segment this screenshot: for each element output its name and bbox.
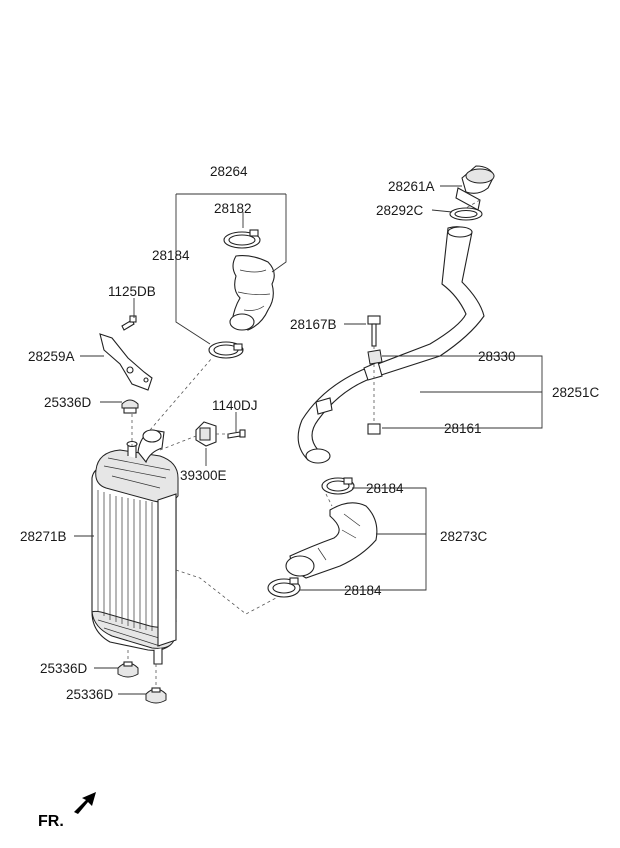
intercooler-outlet-pipe (297, 165, 495, 464)
label-25336d-bot: 25336D (66, 687, 114, 702)
bracket (99, 333, 153, 391)
label-28292c: 28292C (376, 203, 424, 218)
label-28264: 28264 (210, 164, 248, 179)
bolt-1125db (121, 315, 137, 331)
part-labels: 28264 28182 28184 1125DB 28259A 25336D 1… (20, 164, 600, 702)
hose-lower-right (267, 477, 378, 598)
label-28184-top: 28184 (152, 248, 190, 263)
label-28259a: 28259A (28, 349, 75, 364)
label-39300e: 39300E (180, 468, 227, 483)
arrow-front-icon (74, 792, 96, 814)
rubber-mount-bot (145, 687, 167, 704)
rubber-mount-mid (117, 661, 139, 678)
grommet-28161 (367, 423, 381, 435)
label-28271b: 28271B (20, 529, 67, 544)
leader-lines (74, 185, 543, 695)
direction-marker: FR. (38, 792, 96, 830)
rubber-mount-top (121, 399, 139, 414)
label-1140dj: 1140DJ (212, 398, 258, 413)
nut-28330 (367, 349, 383, 365)
label-1125db: 1125DB (108, 284, 156, 299)
label-28261a: 28261A (388, 179, 435, 194)
label-25336d-mid: 25336D (40, 661, 88, 676)
label-28184-r1: 28184 (366, 481, 404, 496)
label-28273c: 28273C (440, 529, 488, 544)
sensor (195, 421, 217, 447)
fr-label: FR. (38, 813, 64, 830)
label-28184-r2: 28184 (344, 583, 382, 598)
label-28167b: 28167B (290, 317, 337, 332)
label-28251c: 28251C (552, 385, 600, 400)
bolt-28167b (367, 315, 381, 347)
label-28330: 28330 (478, 349, 516, 364)
hose-upper-left (208, 229, 275, 359)
bolt-1140dj (227, 429, 246, 439)
label-28182: 28182 (214, 201, 252, 216)
label-25336d-top: 25336D (44, 395, 92, 410)
label-28161: 28161 (444, 421, 482, 436)
intercooler (91, 429, 179, 665)
centerlines (127, 199, 481, 688)
